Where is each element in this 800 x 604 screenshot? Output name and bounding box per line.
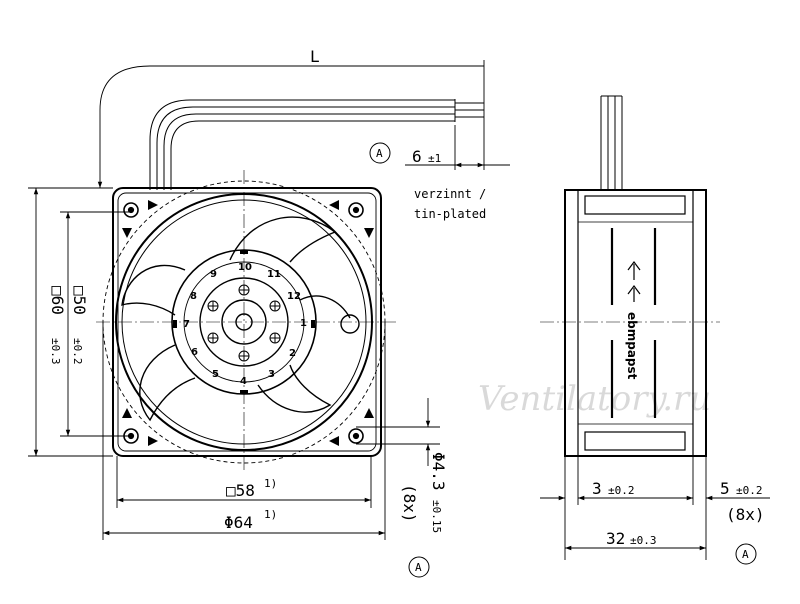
ref-a-bottom-front: A [408,556,430,578]
svg-text:11: 11 [267,269,281,280]
flange-value: 3 [592,479,602,498]
sq60-label: □60 [48,286,67,315]
dim-cable-length-label: L [310,47,320,66]
hole-count: (8x) [400,484,419,523]
svg-text:12: 12 [287,291,301,302]
slot-value: 5 [720,479,730,498]
sq58-note: 1) [264,477,277,490]
svg-text:2: 2 [289,348,296,359]
ref-a-top: A [369,142,391,164]
side-cable [600,95,623,190]
sq58-label: □58 [226,481,255,500]
svg-text:4: 4 [240,376,247,387]
corner-markers [122,200,374,446]
side-ribs [610,228,657,418]
svg-text:1: 1 [300,318,307,329]
mounting-holes [123,202,364,444]
svg-text:6: 6 [191,347,198,358]
hub-inner [199,277,289,367]
sq60-tol: ±0.3 [49,338,62,365]
dim-sq50 [60,211,131,437]
hole-label: Φ4.3 [429,452,448,491]
side-view [540,95,720,457]
tin-note-1: verzinnt / [414,187,486,201]
tin-note-2: tin-plated [414,207,486,221]
hub-numbers: 1 2 3 4 5 6 7 8 9 10 11 12 [183,262,307,387]
dim-cable-length [97,60,485,188]
slot-tol: ±0.2 [736,484,763,497]
svg-text:3: 3 [268,369,275,380]
svg-text:9: 9 [210,269,217,280]
dim-flange [540,456,680,560]
hub-center [221,299,267,345]
airflow-arrows [627,261,641,302]
ref-a-side: A [735,543,757,565]
depth-value: 32 [606,529,625,548]
brand-label: ebmpapst [625,312,639,380]
strut-hole [340,314,360,334]
svg-text:10: 10 [238,262,252,273]
svg-text:7: 7 [183,319,190,330]
dim-sq60 [28,187,113,457]
phi64-label: Φ64 [224,513,253,532]
dim-hole [356,398,440,466]
fan-blades [121,216,351,422]
depth-tol: ±0.3 [630,534,657,547]
watermark: Ventilatory.ru [478,379,711,419]
side-housing [564,189,707,457]
front-view [96,170,398,470]
dim-phi64 [102,322,386,540]
slot-count: (8x) [726,505,765,524]
dim-slot [670,456,770,560]
hole-tol: ±0.15 [430,500,443,533]
strip-tol: ±1 [428,152,441,165]
svg-text:5: 5 [212,369,219,380]
svg-text:A: A [415,561,422,574]
side-top-band [584,195,686,215]
svg-text:A: A [376,147,383,160]
phi64-note: 1) [264,508,277,521]
sq50-label: □50 [70,286,89,315]
sq50-tol: ±0.2 [71,338,84,365]
svg-text:8: 8 [190,291,197,302]
strip-value: 6 [412,147,422,166]
cable [149,99,484,190]
svg-text:A: A [742,548,749,561]
side-bottom-band [584,431,686,451]
dim-sq58 [116,456,372,508]
flange-tol: ±0.2 [608,484,635,497]
